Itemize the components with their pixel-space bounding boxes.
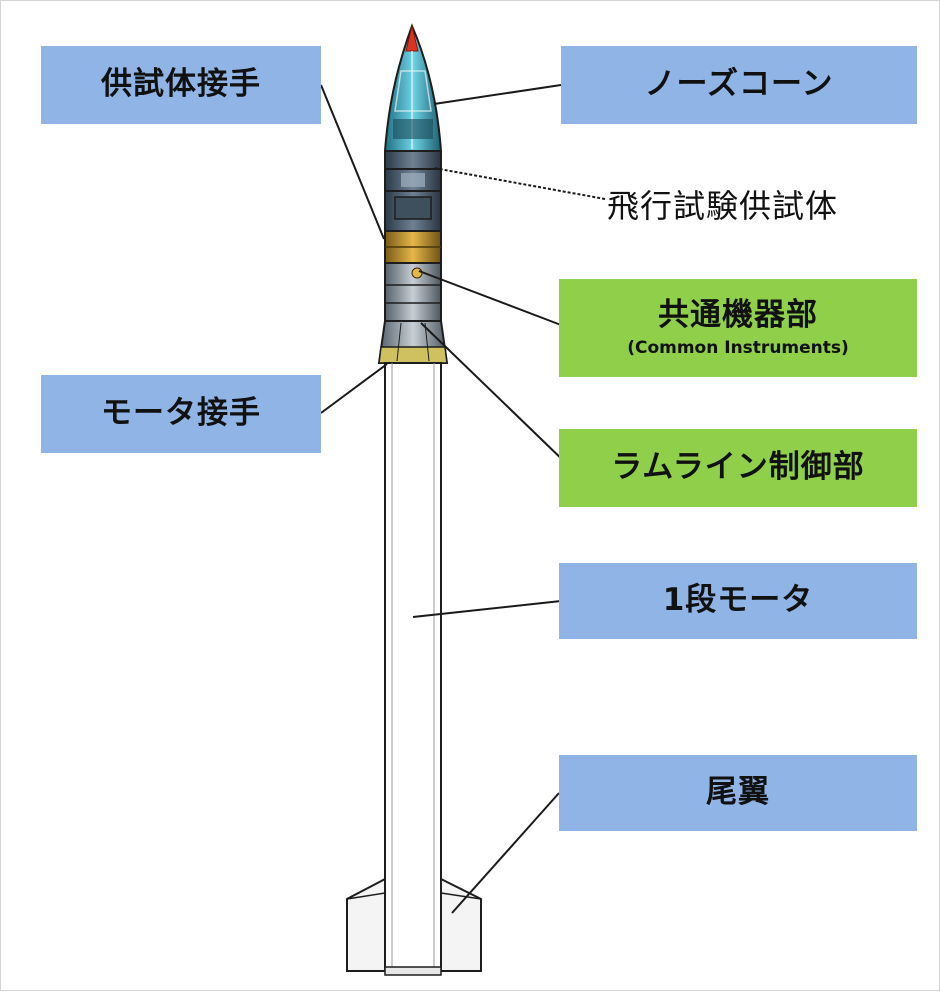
leader-line-common-instruments bbox=[418, 270, 562, 326]
leader-line-first-stage-motor bbox=[412, 600, 562, 618]
label-ramline-control-text: ラムライン制御部 bbox=[611, 449, 865, 486]
leader-line-test-body-joint bbox=[320, 84, 385, 240]
leader-line-nose-cone bbox=[433, 84, 562, 105]
label-common-instruments-text: 共通機器部 bbox=[658, 297, 818, 334]
label-motor-joint: モータ接手 bbox=[41, 375, 321, 453]
leader-line-ramline-control bbox=[420, 322, 570, 467]
label-test-body-joint: 供試体接手 bbox=[41, 46, 321, 124]
label-test-body-joint-text: 供試体接手 bbox=[101, 66, 261, 103]
label-first-stage-motor: 1段モータ bbox=[559, 563, 917, 639]
test-body-joint-shape bbox=[384, 230, 442, 264]
label-tail-fins: 尾翼 bbox=[559, 755, 917, 831]
label-flight-test-body: 飛行試験供試体 bbox=[607, 187, 839, 225]
nose-cone-shape bbox=[383, 23, 443, 152]
label-common-instruments-subtext: (Common Instruments) bbox=[627, 337, 849, 358]
label-tail-fins-text: 尾翼 bbox=[706, 774, 770, 811]
label-common-instruments: 共通機器部 (Common Instruments) bbox=[559, 279, 917, 377]
leader-line-flight-test-body bbox=[433, 167, 606, 200]
leader-line-tail-fins bbox=[451, 792, 560, 914]
label-ramline-control: ラムライン制御部 bbox=[559, 429, 917, 507]
flight-test-body-shape bbox=[384, 150, 442, 232]
first-stage-motor-shape bbox=[384, 362, 442, 972]
label-nose-cone: ノーズコーン bbox=[561, 46, 917, 124]
label-motor-joint-text: モータ接手 bbox=[101, 395, 261, 432]
label-nose-cone-text: ノーズコーン bbox=[644, 66, 834, 103]
tail-fins-shape bbox=[346, 877, 482, 976]
label-first-stage-motor-text: 1段モータ bbox=[662, 582, 814, 619]
leader-line-motor-joint bbox=[320, 363, 388, 414]
common-instruments-shape bbox=[384, 262, 442, 322]
ramline-control-shape bbox=[377, 320, 449, 364]
